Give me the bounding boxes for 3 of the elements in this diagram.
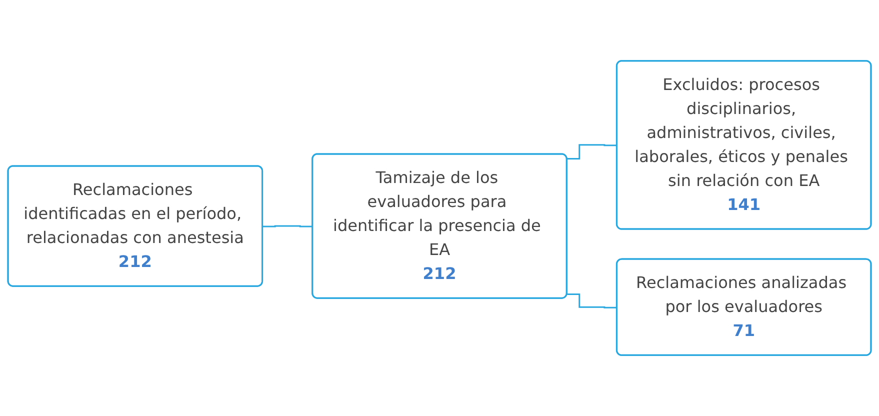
connector [567,294,618,308]
connector [567,144,618,160]
connector [262,225,313,228]
